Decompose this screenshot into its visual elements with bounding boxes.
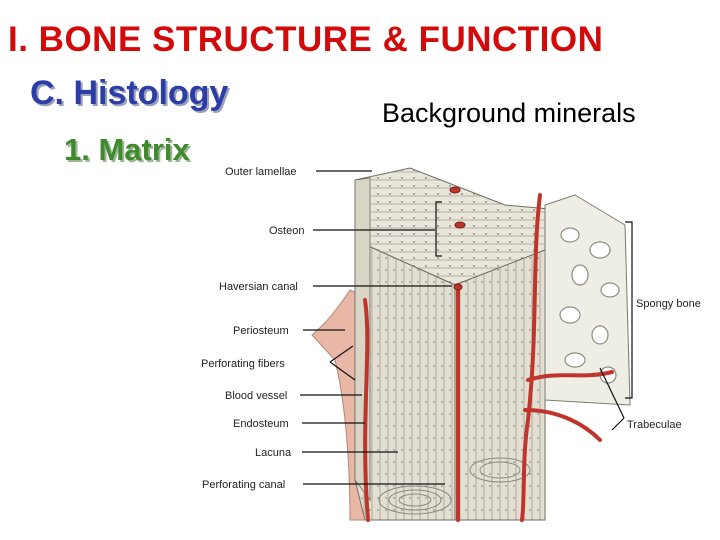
label-osteon: Osteon xyxy=(269,225,304,237)
slide-title: I. BONE STRUCTURE & FUNCTION xyxy=(8,20,604,59)
label-haversian-canal: Haversian canal xyxy=(219,281,298,293)
label-periosteum: Periosteum xyxy=(233,325,289,337)
haversian-canals xyxy=(449,186,466,291)
subsection-heading: 1. Matrix xyxy=(64,132,190,167)
label-spongy-bone: Spongy bone xyxy=(636,298,701,310)
label-lacuna: Lacuna xyxy=(255,447,292,459)
section-heading: C. Histology xyxy=(30,74,229,112)
label-perforating-canal: Perforating canal xyxy=(202,479,285,491)
label-outer-lamellae: Outer lamellae xyxy=(225,166,297,178)
label-perforating-fibers: Perforating fibers xyxy=(201,358,285,370)
label-trabeculae: Trabeculae xyxy=(627,419,682,431)
trabeculae-pores xyxy=(559,227,620,384)
compact-bone-right-face xyxy=(454,249,546,521)
leader-lines xyxy=(300,170,633,485)
side-note: Background minerals xyxy=(382,98,636,128)
blood-vessels xyxy=(363,193,614,522)
label-endosteum: Endosteum xyxy=(233,418,289,430)
label-blood-vessel: Blood vessel xyxy=(225,390,287,402)
osteon-rings xyxy=(378,457,531,515)
